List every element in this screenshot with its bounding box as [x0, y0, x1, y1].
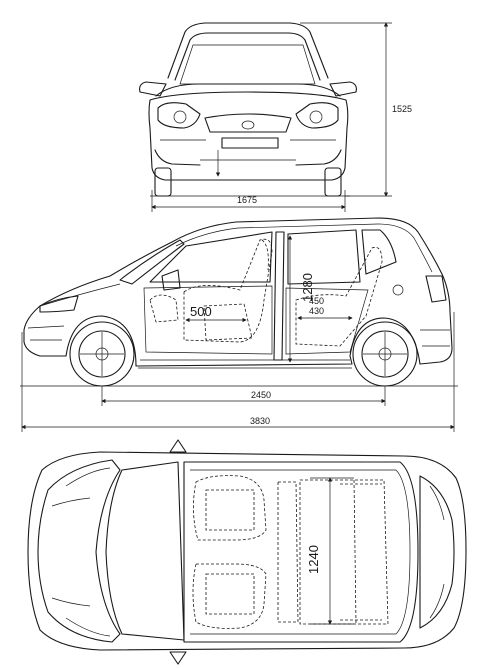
- overall-length-label: 3830: [250, 416, 270, 426]
- wheelbase-label: 2450: [251, 390, 271, 400]
- front-view: [139, 22, 392, 212]
- legroom-upper-label: 450: [309, 296, 324, 306]
- front-width-label: 1675: [237, 195, 257, 205]
- interior-height-label: 1280: [300, 273, 315, 302]
- interior-width-label: 1240: [306, 545, 321, 574]
- front-height-label: 1525: [392, 104, 412, 114]
- top-view: [27, 439, 467, 665]
- seat-dimension-label: 500: [190, 304, 212, 319]
- side-view: [20, 217, 458, 432]
- legroom-lower-label: 430: [309, 306, 324, 316]
